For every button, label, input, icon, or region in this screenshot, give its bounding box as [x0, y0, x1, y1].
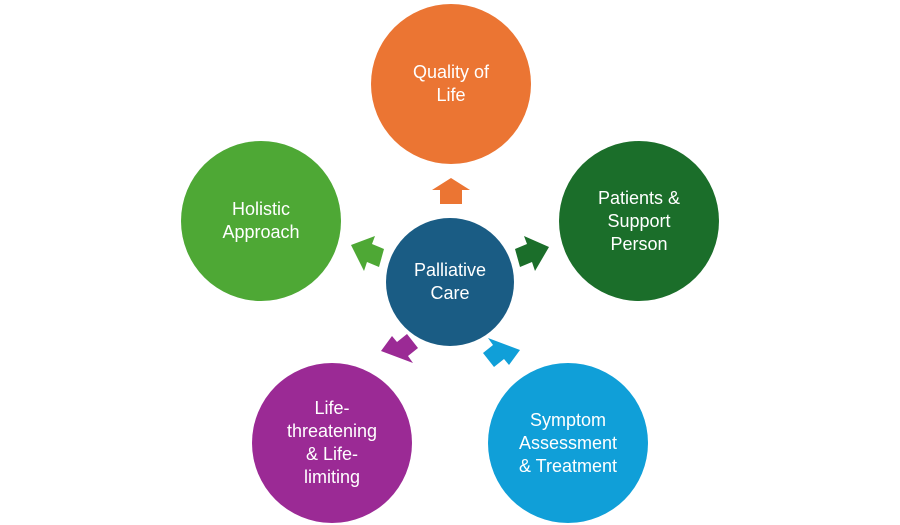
node-holistic-approach: Holistic Approach: [181, 141, 341, 301]
node-symptom-assessment-treatment: Symptom Assessment & Treatment: [488, 363, 648, 523]
node-label: Life- threatening & Life- limiting: [286, 398, 378, 487]
arrow-to-patients-support-person: [515, 236, 549, 271]
arrow-to-life-threatening: [381, 334, 418, 363]
node-label: Patients & Support Person: [597, 187, 681, 254]
arrow-to-symptom-assessment: [483, 338, 520, 367]
node-patients-support-person: Patients & Support Person: [559, 141, 719, 301]
node-label: Holistic Approach: [222, 199, 300, 242]
node-label: Quality of Life: [412, 62, 490, 105]
node-palliative-care-center: Palliative Care: [386, 218, 514, 346]
node-quality-of-life: Quality of Life: [371, 4, 531, 164]
arrow-to-holistic-approach: [351, 236, 384, 271]
center-label: Palliative Care: [413, 260, 487, 303]
arrow-to-quality-of-life: [432, 178, 470, 204]
node-life-threatening-life-limiting: Life- threatening & Life- limiting: [252, 363, 412, 523]
node-label: Symptom Assessment & Treatment: [518, 409, 618, 476]
